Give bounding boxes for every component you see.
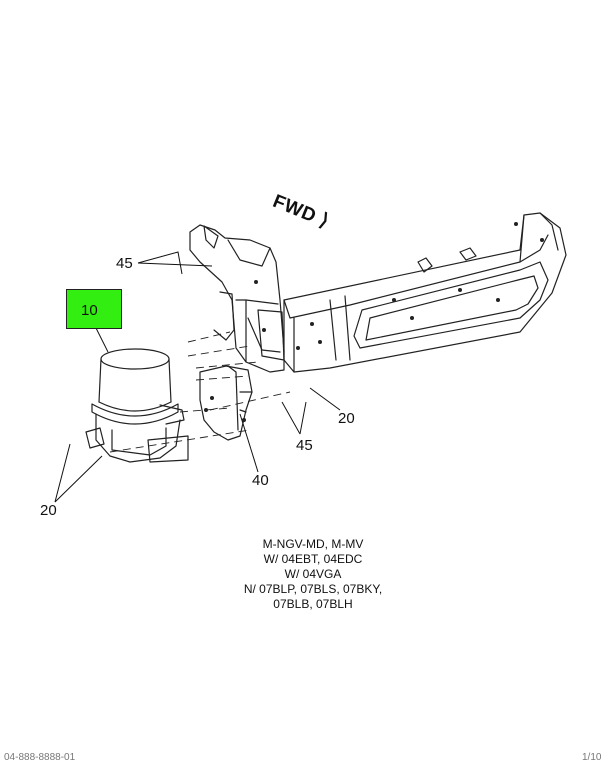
- air-dryer-bracket: [199, 365, 253, 441]
- callout-10: 10: [81, 302, 98, 319]
- callout-20-left: 20: [40, 502, 57, 519]
- footer-part-number: 04-888-8888-01: [4, 752, 76, 763]
- callout-45-top: 45: [116, 255, 133, 272]
- air-dryer: [85, 348, 189, 463]
- callout-40: 40: [252, 472, 269, 489]
- note-line: N/ 07BLP, 07BLS, 07BKY,: [243, 582, 383, 596]
- footer-page: 1/10: [582, 752, 602, 763]
- callout-20-right: 20: [338, 410, 355, 427]
- assembly-lines: [109, 331, 291, 453]
- note-line: W/ 04EBT, 04EDC: [263, 552, 363, 566]
- hardware-points: [204, 222, 544, 422]
- applicability-notes: M-NGV-MD, M-MV W/ 04EBT, 04EDC W/ 04VGA …: [213, 537, 413, 612]
- note-line: 07BLB, 07BLH: [273, 597, 353, 611]
- frame-rail: [283, 212, 567, 373]
- note-line: M-NGV-MD, M-MV: [262, 537, 364, 551]
- note-line: W/ 04VGA: [284, 567, 342, 581]
- leader-lines: [54, 251, 341, 503]
- mounting-bracket: [189, 224, 285, 373]
- part-10-highlight: 10: [66, 289, 122, 329]
- callout-45-right: 45: [296, 437, 313, 454]
